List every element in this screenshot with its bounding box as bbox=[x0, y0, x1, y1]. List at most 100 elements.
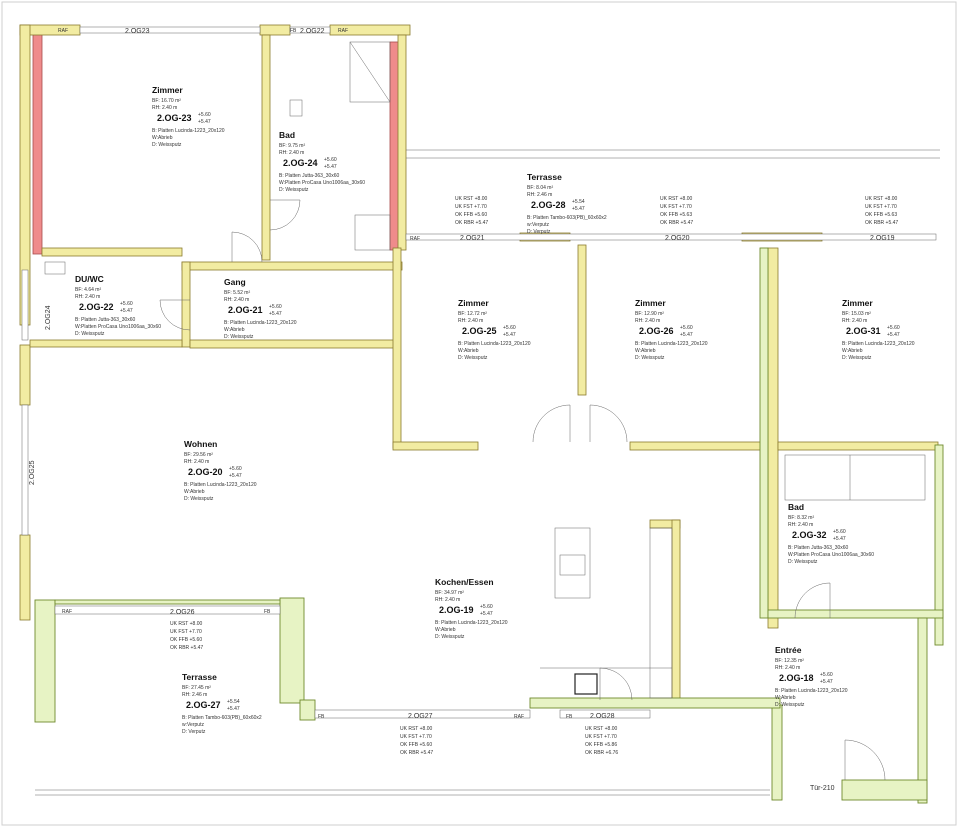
room-floor: B: Platten Lucinda-1223_20x120 bbox=[152, 128, 225, 134]
room-wall-finish: W:Abrieb bbox=[224, 327, 245, 333]
room-elev-bottom: +5.47 bbox=[227, 706, 240, 712]
wall-left-outer-bottom bbox=[19, 534, 31, 621]
room-ceiling: D: Verputz bbox=[182, 729, 206, 735]
wall-gang-top bbox=[181, 261, 403, 271]
room-elev-bottom: +5.47 bbox=[229, 473, 242, 479]
wall-z31-bottom bbox=[777, 441, 939, 451]
door-kitchen[interactable] bbox=[599, 667, 633, 701]
room-label-2og31[interactable]: Zimmer BF: 15.03 m² RH: 2.40 m 2.OG-31 +… bbox=[842, 298, 915, 361]
room-code: 2.OG-22 bbox=[79, 302, 114, 312]
window-label-2og28: 2.OG28 bbox=[590, 713, 615, 720]
room-floor: B: Platten Jutta-363_30x60 bbox=[788, 545, 849, 551]
room-elev-top: +5.60 bbox=[324, 157, 337, 163]
room-name: Zimmer bbox=[635, 298, 666, 308]
room-ceiling: D: Weissputz bbox=[279, 187, 309, 193]
shower-bad-24 bbox=[349, 41, 391, 103]
room-label-2og24[interactable]: Bad BF: 9.75 m² RH: 2.40 m 2.OG-24 +5.60… bbox=[279, 130, 365, 193]
room-floor: B: Platten Lucinda-1223_20x120 bbox=[842, 341, 915, 347]
room-label-2og20[interactable]: Wohnen BF: 29.56 m² RH: 2.40 m 2.OG-20 +… bbox=[184, 439, 257, 502]
window-label-2og27: 2.OG27 bbox=[408, 713, 433, 720]
room-floor: B: Platten Lucinda-1223_20x120 bbox=[184, 482, 257, 488]
room-label-2og25[interactable]: Zimmer BF: 12.72 m² RH: 2.40 m 2.OG-25 +… bbox=[458, 298, 531, 361]
elevation-line: UK RST +8.00 bbox=[400, 726, 433, 732]
tag-fb-1: FB bbox=[290, 28, 297, 34]
room-name: Zimmer bbox=[842, 298, 873, 308]
room-elev-top: +5.60 bbox=[887, 325, 900, 331]
wall-kitchen-right bbox=[671, 519, 681, 701]
room-elev-bottom: +5.47 bbox=[680, 332, 693, 338]
room-label-2og27[interactable]: Terrasse BF: 27.45 m² RH: 2.46 m 2.OG-27… bbox=[182, 672, 262, 735]
room-wall-finish: W:Abrieb bbox=[152, 135, 173, 141]
elevation-line: UK RST +8.00 bbox=[865, 196, 898, 202]
room-code: 2.OG-24 bbox=[283, 158, 318, 168]
elevation-line: OK RBR +5.47 bbox=[400, 750, 433, 756]
room-wall-finish: W:Abrieb bbox=[842, 348, 863, 354]
kitchen-counter bbox=[649, 527, 673, 699]
glazing-bottom-27 bbox=[314, 709, 531, 719]
room-code: 2.OG-25 bbox=[462, 326, 497, 336]
glazing-left-24 bbox=[21, 269, 29, 341]
elevation-block-b: UK RST +8.00 UK FST +7.70 OK FFB +5.63 O… bbox=[660, 196, 693, 226]
glazing-terrace-27 bbox=[54, 605, 281, 615]
room-label-2og21[interactable]: Gang BF: 5.52 m² RH: 2.40 m 2.OG-21 +5.6… bbox=[224, 277, 297, 340]
room-elev-top: +5.60 bbox=[198, 112, 211, 118]
door-zimmer-26[interactable] bbox=[589, 404, 628, 443]
room-label-2og23[interactable]: Zimmer BF: 16.70 m² RH: 2.40 m 2.OG-23 +… bbox=[152, 85, 225, 148]
elevation-block-c: UK RST +8.00 UK FST +7.70 OK FFB +5.63 O… bbox=[865, 196, 898, 226]
room-elev-top: +5.60 bbox=[680, 325, 693, 331]
elevation-line: OK FFB +5.60 bbox=[455, 212, 487, 218]
elevation-line: UK RST +8.00 bbox=[170, 621, 203, 627]
glazing-left-25 bbox=[21, 404, 29, 536]
room-label-2og19[interactable]: Kochen/Essen BF: 34.97 m² RH: 2.40 m 2.O… bbox=[435, 577, 508, 640]
door-zimmer-25[interactable] bbox=[532, 404, 571, 443]
door-bad-32[interactable] bbox=[794, 582, 831, 619]
room-wall-finish: w:Verputz bbox=[182, 722, 204, 728]
room-wall-finish: W:Abrieb bbox=[635, 348, 656, 354]
room-label-2og26[interactable]: Zimmer BF: 12.90 m² RH: 2.40 m 2.OG-26 +… bbox=[635, 298, 708, 361]
ext-wall-terrace-top bbox=[54, 599, 281, 605]
glazing-top-23 bbox=[79, 26, 261, 34]
elevation-block-a: UK RST +8.00 UK FST +7.70 OK FFB +5.60 O… bbox=[455, 196, 488, 226]
ext-wall-terrace-right bbox=[279, 597, 305, 704]
tag-fb-2: FB bbox=[264, 609, 271, 615]
room-area: BF: 16.70 m² bbox=[152, 98, 181, 104]
ext-wall-terrace-left bbox=[34, 599, 56, 723]
elevation-line: OK RBR +5.47 bbox=[455, 220, 488, 226]
room-floor: B: Platten Lucinda-1223_20x120 bbox=[458, 341, 531, 347]
room-area: BF: 12.35 m² bbox=[775, 658, 804, 664]
room-height: RH: 2.40 m bbox=[224, 297, 249, 303]
room-label-2og18[interactable]: Entrée BF: 12.35 m² RH: 2.40 m 2.OG-18 +… bbox=[775, 645, 848, 708]
door-zimmer-23[interactable] bbox=[231, 231, 263, 263]
elevation-line: OK RBR +5.47 bbox=[170, 645, 203, 651]
wall-z26-bottom bbox=[629, 441, 771, 451]
door-entree[interactable] bbox=[844, 739, 886, 781]
elevation-blocks: UK RST +8.00 UK FST +7.70 OK FFB +5.60 O… bbox=[170, 196, 898, 756]
elevation-line: OK FFB +5.63 bbox=[865, 212, 897, 218]
door-bad-24[interactable] bbox=[269, 199, 301, 231]
tag-raf-3: RAF bbox=[410, 236, 420, 242]
glazing-terrace bbox=[405, 233, 937, 241]
door-duwc[interactable] bbox=[159, 299, 191, 331]
elevation-block-e: UK RST +8.00 UK FST +7.70 OK FFB +5.60 O… bbox=[400, 726, 433, 756]
tag-raf-4: RAF bbox=[62, 609, 72, 615]
bathtub-bad-24 bbox=[354, 214, 391, 251]
room-label-2og28[interactable]: Terrasse BF: 8.04 m² RH: 2.46 m 2.OG-28 … bbox=[527, 172, 607, 235]
room-area: BF: 8.32 m² bbox=[788, 515, 814, 521]
elevation-line: UK FST +7.70 bbox=[170, 629, 202, 635]
glazing bbox=[21, 26, 940, 796]
room-area: BF: 4.64 m² bbox=[75, 287, 101, 293]
room-label-2og22[interactable]: DU/WC BF: 4.64 m² RH: 2.40 m 2.OG-22 +5.… bbox=[75, 274, 161, 337]
room-elev-bottom: +5.47 bbox=[833, 536, 846, 542]
ext-wall-entree-right bbox=[917, 617, 928, 804]
elevation-line: UK RST +8.00 bbox=[660, 196, 693, 202]
door-label-tur210: Tür-210 bbox=[810, 785, 835, 792]
room-name: Zimmer bbox=[152, 85, 183, 95]
room-ceiling: D: Weissputz bbox=[184, 496, 214, 502]
room-wall-finish: w:Verputz bbox=[527, 222, 549, 228]
ext-wall-z31-left bbox=[759, 247, 769, 619]
room-height: RH: 2.40 m bbox=[184, 459, 209, 465]
ext-wall-bad-bottom bbox=[767, 609, 944, 619]
room-height: RH: 2.40 m bbox=[775, 665, 800, 671]
room-height: RH: 2.40 m bbox=[788, 522, 813, 528]
room-label-2og32[interactable]: Bad BF: 8.32 m² RH: 2.40 m 2.OG-32 +5.60… bbox=[788, 502, 874, 565]
